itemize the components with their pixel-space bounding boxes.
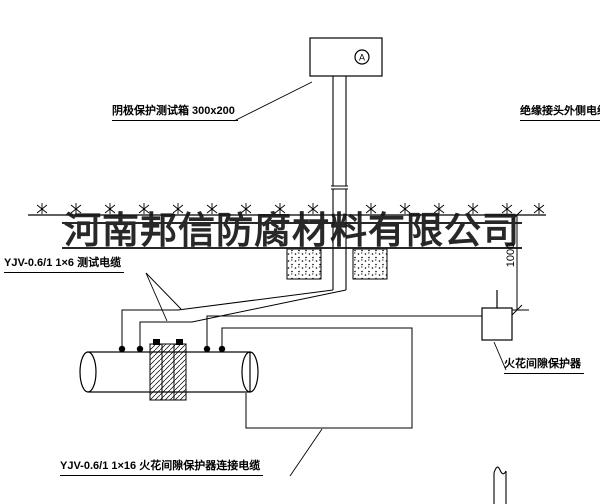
dimension-1000-text: 1000 [505,242,517,268]
ammeter-symbol: A [359,53,365,63]
test-post [331,76,348,290]
cable-lines [121,289,482,429]
company-watermark: 河南邦信防腐材料有限公司 [60,208,524,252]
label-test-box: 阴极保护测试箱 300x200 [112,105,238,121]
foundation-left [286,248,322,280]
dimension-1000-lines [511,209,529,316]
pipe-stub [493,466,507,504]
watermark-strike-line-top [62,222,522,224]
label-spark-gap-protector: 火花间隙保护器 [504,358,584,374]
watermark-text: 河南邦信防腐材料有限公司 [64,208,520,252]
cable-connection-points [118,345,226,353]
label-outer-cable: 绝缘接头外侧电缆 [520,105,600,121]
insulating-joint [149,339,187,401]
label-connection-cable: YJV-0.6/1 1×16 火花间隙保护器连接电缆 [60,460,264,476]
watermark-strike-line-bottom [62,247,522,249]
label-test-cable: YJV-0.6/1 1×6 测试电缆 [4,257,125,273]
test-box [309,37,383,77]
spark-gap-protector [481,290,513,341]
foundation-right [352,248,388,280]
leader-lines [145,81,507,477]
